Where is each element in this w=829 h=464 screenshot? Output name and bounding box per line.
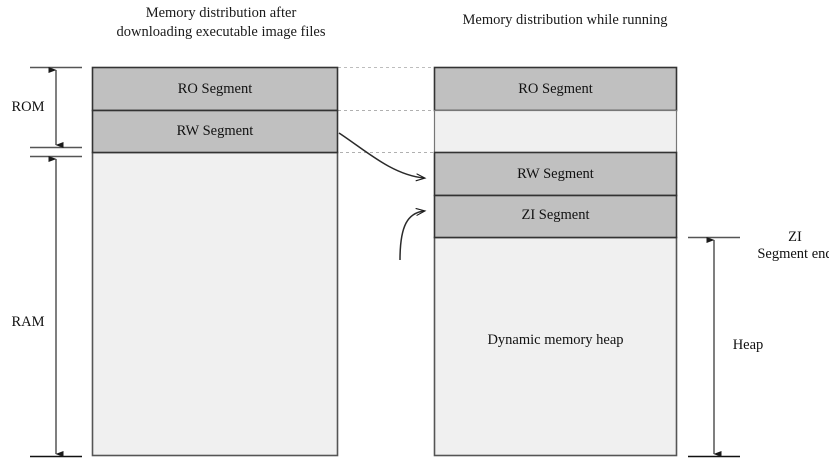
right-segment-ro [433,66,678,112]
right-column-boxes [433,66,678,457]
left-segment-ro [91,66,339,112]
right-segment-zi [433,194,678,239]
right-column-title: Memory distribution while running [462,12,668,28]
left-segment-ro-label: RO Segment [177,81,253,97]
left-segment-rw-label: RW Segment [176,123,254,139]
axis-label-rom: ROM [11,99,45,115]
right-segment-heap [433,236,678,457]
axis-label-zi-segment-end: ZI Segment end [757,229,829,262]
right-segment-zi-label: ZI Segment [521,207,590,223]
left-measurement-axis [30,66,82,458]
right-segment-heap-label: Dynamic memory heap [487,332,624,348]
right-segment-rw [433,151,678,197]
right-segment-gap [433,109,678,154]
connector-rw-move [338,132,424,178]
axis-label-ram: RAM [11,314,45,330]
connector-zi-create [399,211,424,261]
connector-arrows [338,132,424,261]
left-column-boxes [91,66,339,457]
right-segment-rw-label: RW Segment [517,166,594,182]
left-segment-rw [91,109,339,154]
axis-label-heap: Heap [732,337,764,353]
right-measurement-axis [688,236,740,458]
left-segment-free [91,151,339,457]
left-column-title: Memory distribution after downloading ex… [116,5,326,40]
right-segment-ro-label: RO Segment [518,81,593,97]
